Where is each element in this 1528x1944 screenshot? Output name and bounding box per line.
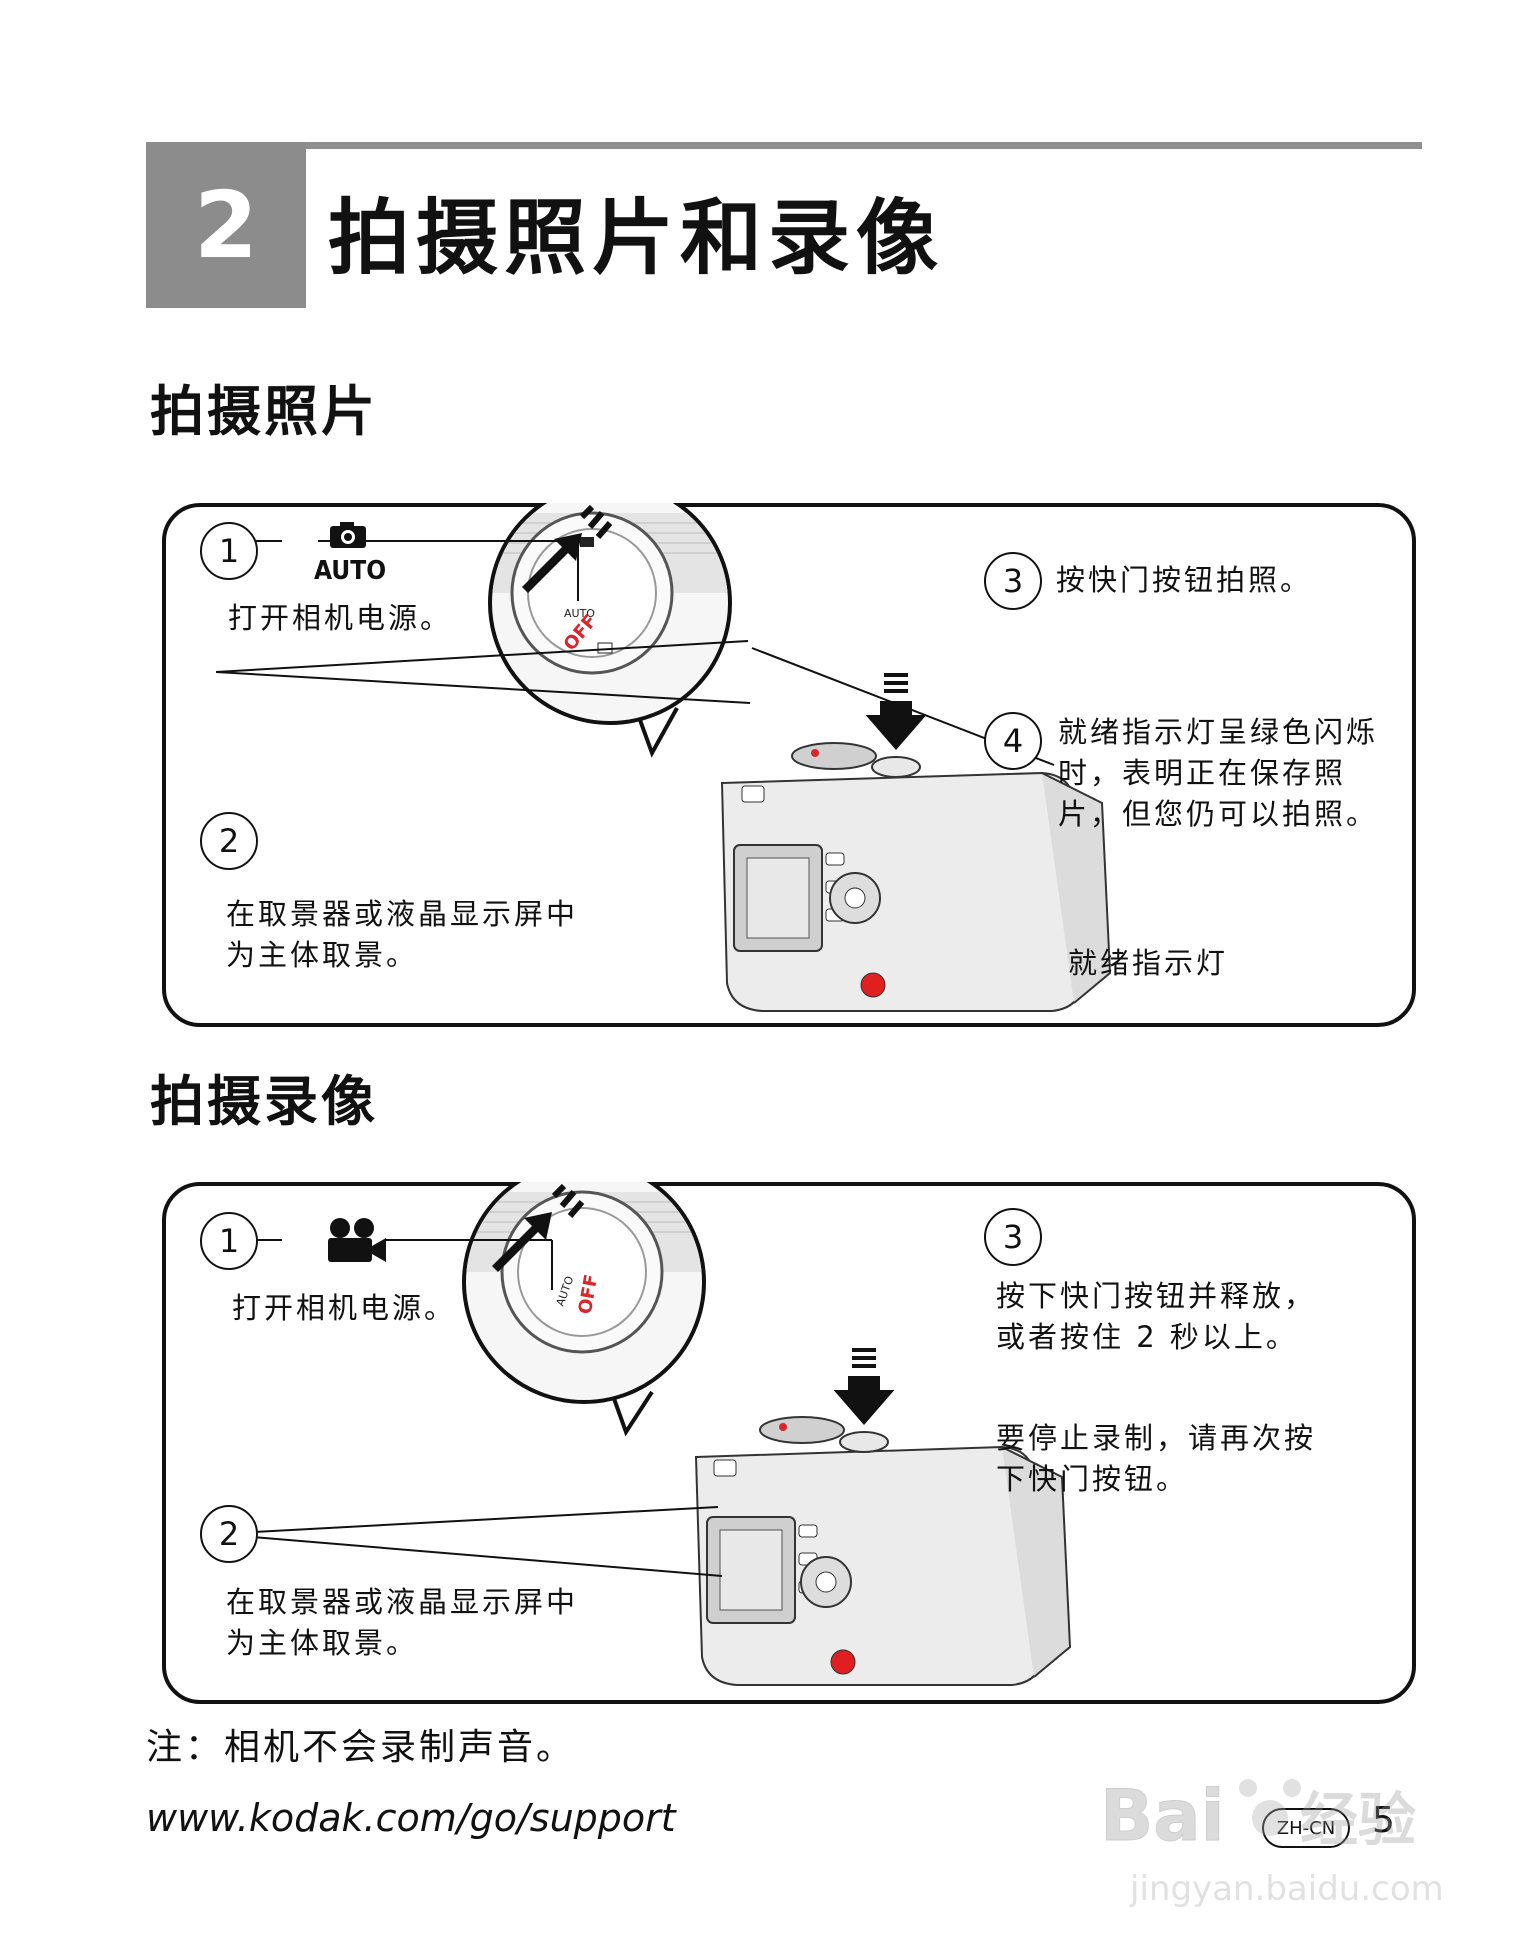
svg-text:Bai: Bai	[1100, 1775, 1225, 1857]
photo-step1-number: 1	[200, 522, 258, 580]
note-text: 注：相机不会录制声音。	[146, 1727, 576, 1768]
page-number: 5	[1372, 1800, 1395, 1841]
dial-zoom-callout: AUTO OFF	[488, 503, 732, 758]
video-step3-line-2: 或者按住 2 秒以上。	[996, 1320, 1298, 1354]
photo-step4-number: 4	[984, 712, 1042, 770]
video-stop-line-2: 下快门按钮。	[996, 1462, 1189, 1496]
photo-panel	[162, 503, 1416, 1027]
svg-text:AUTO: AUTO	[564, 607, 595, 620]
video-step1-number: 1	[200, 1212, 258, 1270]
photo-step2-text: 在取景器或液晶显示屏中 为主体取景。	[226, 894, 578, 976]
camera-body	[720, 673, 1112, 1012]
chapter-number: 2	[193, 171, 258, 279]
photo-step2-number: 2	[200, 812, 258, 870]
chapter-rule	[146, 142, 1422, 149]
video-step2-text: 在取景器或液晶显示屏中 为主体取景。	[226, 1582, 578, 1664]
photo-step1-text: 打开相机电源。	[228, 601, 453, 635]
video-step3-line-1: 按下快门按钮并释放，	[996, 1279, 1317, 1313]
photo-step4-line-2: 时，表明正在保存照	[1058, 756, 1347, 790]
auto-mode-label: AUTO	[314, 556, 387, 586]
video-step3-text: 按下快门按钮并释放， 或者按住 2 秒以上。	[996, 1276, 1316, 1358]
dial-zoom-callout: AUTO OFF	[462, 1182, 706, 1437]
video-step3-number: 3	[984, 1208, 1042, 1266]
support-url-link[interactable]: www.kodak.com/go/support	[146, 1796, 676, 1840]
camera-mode-icon	[320, 520, 376, 564]
shutter-button	[871, 756, 921, 778]
chapter-title: 拍摄照片和录像	[328, 191, 945, 286]
photo-step2-line-2: 为主体取景。	[226, 938, 419, 972]
svg-text:jingyan.baidu.com: jingyan.baidu.com	[1129, 1869, 1444, 1909]
photo-step4-text: 就绪指示灯呈绿色闪烁 时，表明正在保存照 片，但您仍可以拍照。	[1058, 712, 1378, 835]
language-badge: ZH-CN	[1262, 1808, 1350, 1848]
video-step2-line-1: 在取景器或液晶显示屏中	[226, 1585, 579, 1619]
video-step2-line-2: 为主体取景。	[226, 1626, 419, 1660]
photo-section-title: 拍摄照片	[150, 380, 378, 443]
video-section-title: 拍摄录像	[150, 1070, 378, 1133]
shutter-red-icon	[830, 1649, 856, 1675]
baidu-watermark-logo: Bai 经验 jingyan.baidu.com	[1100, 1775, 1444, 1910]
video-panel	[162, 1182, 1416, 1704]
video-stop-line-1: 要停止录制，请再次按	[996, 1421, 1317, 1455]
video-step2-number: 2	[200, 1505, 258, 1563]
video-illustration: AUTO OFF	[215, 1182, 1072, 1686]
video-mode-icon	[322, 1216, 388, 1266]
step2-leader-top	[215, 640, 749, 673]
video-step2-leader-bottom	[215, 1533, 723, 1577]
photo-illustration: AUTO OFF	[215, 503, 1112, 1012]
camera-body	[694, 1348, 1072, 1686]
photo-step4-line-3: 片，但您仍可以拍照。	[1058, 797, 1379, 831]
svg-text:经验: 经验	[1300, 1786, 1416, 1854]
shutter-button	[839, 1431, 889, 1453]
photo-step4-line-1: 就绪指示灯呈绿色闪烁	[1058, 715, 1379, 749]
shutter-red-icon	[860, 972, 886, 998]
step2-leader-bottom	[215, 671, 751, 704]
video-stop-text: 要停止录制，请再次按 下快门按钮。	[996, 1418, 1316, 1500]
ready-light-label: 就绪指示灯	[1068, 946, 1229, 980]
photo-step3-number: 3	[984, 552, 1042, 610]
chapter-number-box	[146, 142, 306, 308]
photo-step2-line-1: 在取景器或液晶显示屏中	[226, 897, 579, 931]
photo-step3-text: 按快门按钮拍照。	[1056, 563, 1313, 597]
video-step1-text: 打开相机电源。	[232, 1291, 457, 1325]
video-step2-leader-top	[215, 1506, 719, 1535]
